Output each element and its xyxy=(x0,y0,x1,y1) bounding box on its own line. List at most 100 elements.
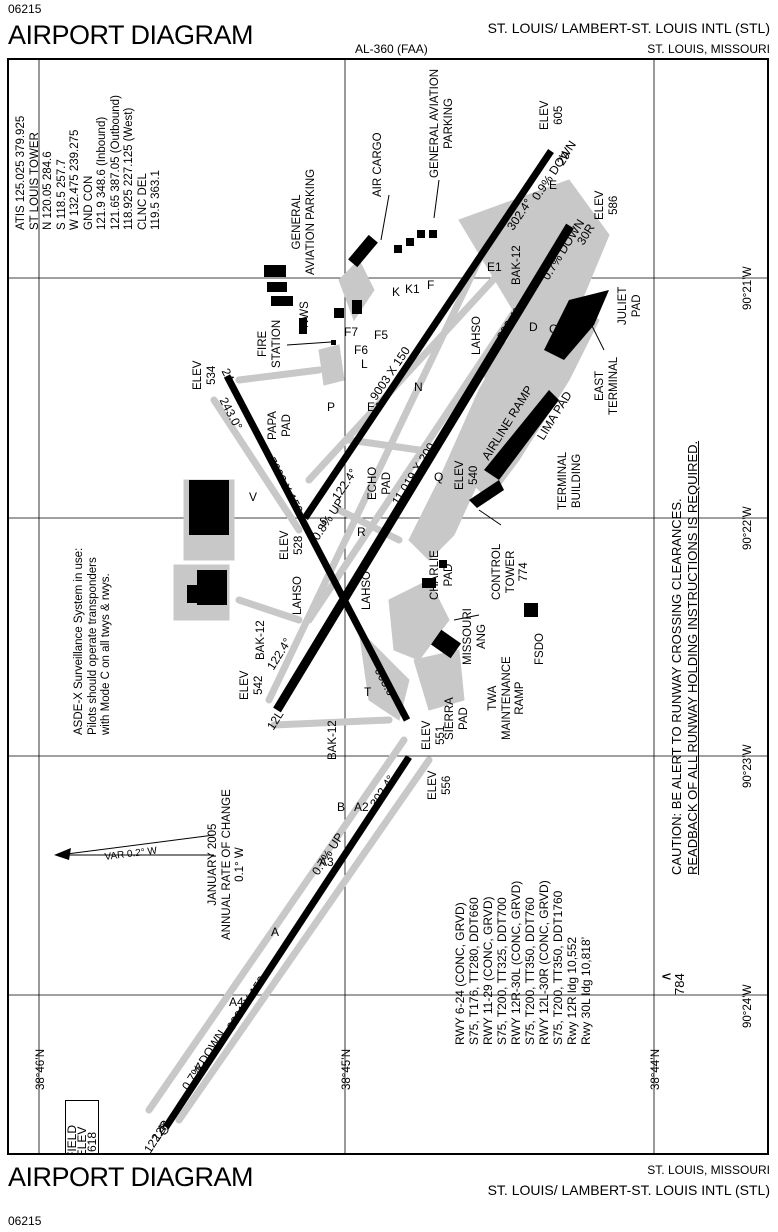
caution-line2: READBACK OF ALL RUNWAY HOLDING INSTRUCTI… xyxy=(685,440,700,875)
field-elev-box: FIELD ELEV 618 xyxy=(65,1100,99,1153)
obstacle-height: 784 xyxy=(672,973,687,995)
label-lahso-1: LAHSO xyxy=(292,576,304,615)
asde-line3: with Mode C on all twys & rwys. xyxy=(100,573,112,735)
twy-b: B xyxy=(337,800,346,814)
freq-gnd-out: 121.65 387.05 (Outbound) xyxy=(109,95,122,230)
twy-a3: A3 xyxy=(319,855,334,869)
twy-p: P xyxy=(327,400,336,414)
variation-arrow xyxy=(54,834,215,860)
label-nws: NWS xyxy=(299,301,311,328)
rate-date: JANUARY 2005 xyxy=(207,823,219,906)
rwy-info-7: RWY 12L-30R (CONC, GRVD) xyxy=(537,880,551,1045)
lon-3: 90°23’W xyxy=(742,744,754,788)
frequency-block: ATIS 125.025 379.925 ST LOUIS TOWER N 12… xyxy=(15,95,164,230)
rwy-info-4: S75, T200, TT325, DDT700 xyxy=(495,897,509,1045)
freq-gnd: GND CON xyxy=(82,175,95,230)
asde-line2: Pilots should operate transponders xyxy=(86,557,99,735)
twy-q: Q xyxy=(434,470,444,484)
lon-2: 90°22’W xyxy=(742,506,754,550)
obstacle-icon: ∧ xyxy=(657,971,674,982)
rwy-info-ldg-30l: Rwy 30L ldg 10,818’ xyxy=(579,936,593,1045)
rate-label: ANNUAL RATE OF CHANGE xyxy=(220,789,233,940)
twy-d: D xyxy=(529,320,538,334)
chart-code-bottom: 06215 xyxy=(8,1214,42,1228)
rate-value: 0.1° W xyxy=(234,847,246,882)
twy-t: T xyxy=(364,685,372,699)
chart-title-top: AIRPORT DIAGRAM xyxy=(8,20,254,50)
twy-f6: F6 xyxy=(354,343,369,357)
freq-tower-n: N 120.05 284.6 xyxy=(42,151,54,230)
twy-c: C xyxy=(549,322,558,336)
freq-tower-s: S 118.5 257.7 xyxy=(55,159,68,230)
twy-v: V xyxy=(249,490,258,504)
lat-left: 38°46’N xyxy=(35,1048,47,1090)
twy-f5: F5 xyxy=(374,328,389,342)
freq-gnd-west: 118.925 227.125 (West) xyxy=(123,107,135,230)
runway-12l-30r xyxy=(273,223,574,713)
freq-atis: ATIS 125.025 379.925 xyxy=(15,115,27,230)
caution-note: CAUTION: BE ALERT TO RUNWAY CROSSING CLE… xyxy=(669,441,701,875)
freq-clnc: CLNC DEL xyxy=(136,173,149,230)
lat-right: 38°44’N xyxy=(650,1048,662,1090)
label-air-cargo: AIR CARGO xyxy=(372,132,384,197)
rwy-info-5: RWY 12R-30L (CONC, GRVD) xyxy=(509,880,523,1045)
twy-a: A xyxy=(271,925,280,939)
twy-f: F xyxy=(427,278,435,292)
label-fsdo: FSDO xyxy=(534,633,546,665)
label-lahso-3: LAHSO xyxy=(471,316,483,355)
freq-tower-w: W 132.475 239.275 xyxy=(69,129,81,230)
twy-s: S xyxy=(319,515,328,529)
twy-f7: F7 xyxy=(344,325,359,339)
twy-e1: E1 xyxy=(487,260,502,274)
twy-l: L xyxy=(361,357,368,371)
runway-info-block: RWY 6-24 (CONC, GRVD) S75, T176, TT280, … xyxy=(453,880,593,1045)
asde-line1: ASDE-X Surveillance System in use: xyxy=(73,547,85,735)
lon-1: 90°21’W xyxy=(742,266,754,310)
freq-clnc-val: 119.5 363.1 xyxy=(150,170,162,230)
rwy-info-3: RWY 11-29 (CONC, GRVD) xyxy=(481,896,495,1045)
airport-name-bottom: ST. LOUIS/ LAMBERT-ST. LOUIS INTL (STL) xyxy=(487,1182,770,1198)
twy-e2: E2 xyxy=(367,400,382,414)
twy-a2: A2 xyxy=(354,800,369,814)
runway-end-markers xyxy=(159,1125,169,1135)
city-bottom: ST. LOUIS, MISSOURI xyxy=(647,1163,770,1177)
caution-line1: CAUTION: BE ALERT TO RUNWAY CROSSING CLE… xyxy=(669,498,684,875)
label-lahso-2: LAHSO xyxy=(361,571,373,610)
twy-k: K xyxy=(392,285,401,299)
city-top: ST. LOUIS, MISSOURI xyxy=(647,42,770,56)
twy-e: E xyxy=(549,178,558,192)
twy-a4: A4 xyxy=(229,995,244,1009)
twy-a5: A5 xyxy=(194,1060,209,1074)
rate-of-change: JANUARY 2005 ANNUAL RATE OF CHANGE 0.1° … xyxy=(207,789,248,940)
rwy-info-ldg-12r: Rwy 12R ldg 10,552 xyxy=(565,936,579,1045)
rwy-info-8: S75, T200, TT350, DDT1760 xyxy=(551,890,565,1045)
chart-title-bottom: AIRPORT DIAGRAM xyxy=(8,1162,254,1192)
rwy-info-2: S75, T176, TT280, DDT660 xyxy=(467,897,481,1045)
leader-lines xyxy=(286,179,605,621)
rwy-info-1: RWY 6-24 (CONC, GRVD) xyxy=(453,902,467,1045)
runway-6-24 xyxy=(223,374,411,722)
chart-code-top: 06215 xyxy=(8,2,42,16)
label-bak12-3: BAK-12 xyxy=(511,245,523,285)
runway-11-29 xyxy=(302,149,554,520)
asde-note: ASDE-X Surveillance System in use: Pilot… xyxy=(73,548,114,735)
twy-r: R xyxy=(357,525,366,539)
al-number: AL-360 (FAA) xyxy=(355,42,428,56)
